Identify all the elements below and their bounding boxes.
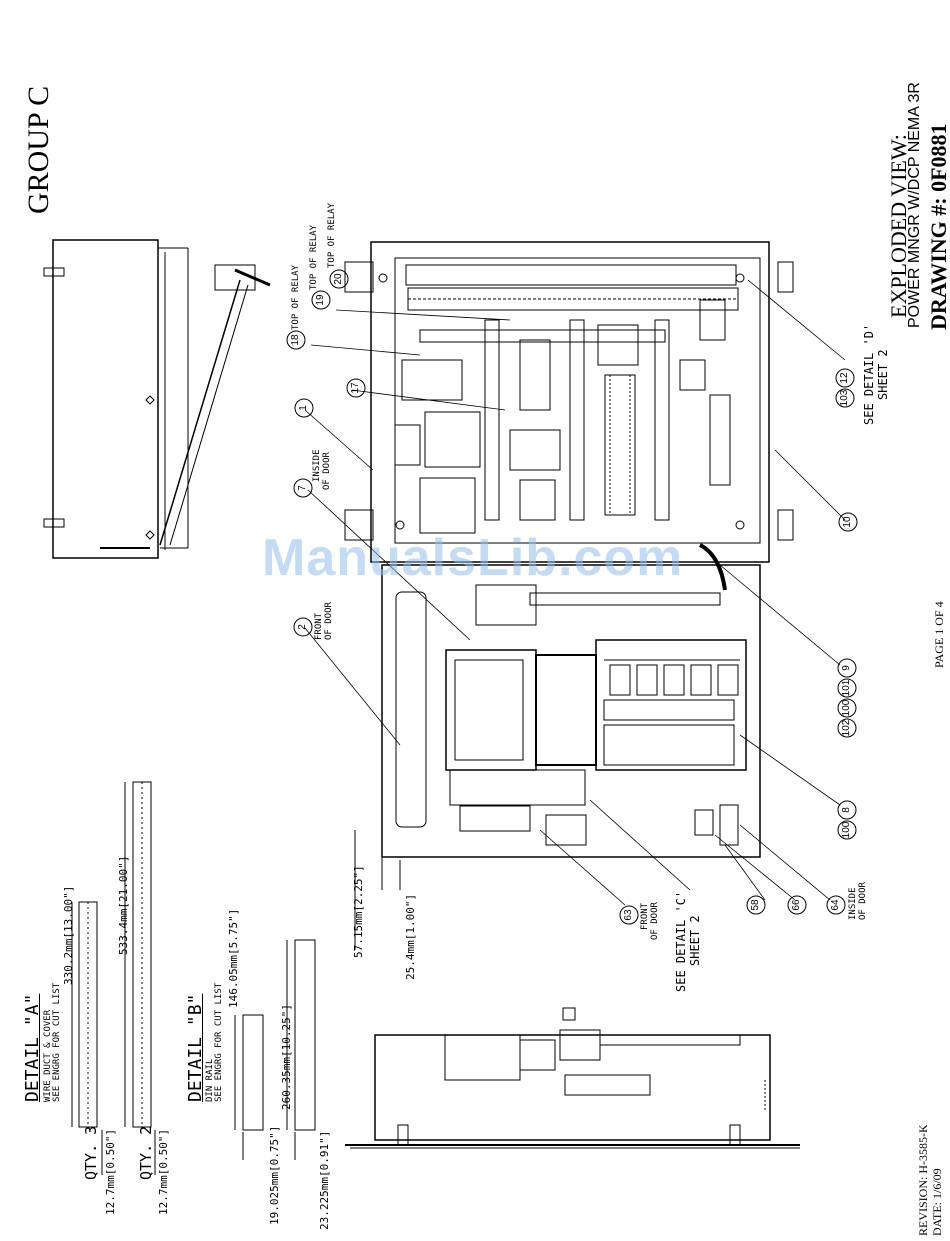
label-front-2b: OF DOOR	[324, 602, 334, 640]
detail-b-heading: DETAIL "B"	[185, 993, 206, 1102]
callout-102: 102	[841, 719, 852, 737]
label-inside-64b: OF DOOR	[858, 882, 868, 920]
label-see-detail-c: SEE DETAIL 'C'	[674, 890, 688, 992]
dim-19mm: 19.025mm[0.75"]	[268, 1125, 281, 1225]
title-drawing-number: DRAWING #: 0F0881	[926, 123, 950, 330]
title-description: POWER MNGR W/DCP NEMA 3R	[906, 82, 923, 328]
enclosure-interior-view	[344, 241, 794, 591]
callout-100b: 100	[841, 821, 852, 839]
detail-a-heading: DETAIL "A"	[22, 993, 43, 1102]
detail-a-parts	[71, 781, 156, 1175]
detail-b-parts	[234, 939, 316, 1160]
dim-12-7mm-a: 12.7mm[0.50"]	[104, 1128, 117, 1215]
callout-9: 9	[841, 665, 852, 671]
callout-101: 101	[841, 679, 852, 697]
callout-8: 8	[841, 807, 852, 813]
callout-7: 7	[297, 485, 308, 491]
callout-19: 19	[315, 294, 326, 306]
dim-146mm: 146.05mm[5.75"]	[227, 908, 240, 1008]
label-see-detail-d: SEE DETAIL 'D'	[862, 323, 876, 425]
callout-12: 12	[839, 372, 850, 384]
label-inside-1: INSIDE	[312, 449, 322, 482]
watermark: ManualsLib.com	[262, 529, 684, 587]
revision: REVISION: H-3585-K	[916, 1124, 930, 1236]
label-top-of-relay-18: TOP OF RELAY	[291, 264, 301, 330]
callout-66: 66	[791, 899, 802, 911]
label-front-2: FRONT	[314, 612, 324, 640]
label-see-detail-c-sheet: SHEET 2	[688, 915, 702, 966]
callout-18: 18	[290, 334, 301, 346]
callout-100a: 100	[841, 699, 852, 717]
label-inside-64: INSIDE	[848, 887, 858, 920]
label-top-of-relay-20: TOP OF RELAY	[327, 202, 337, 268]
callout-64: 64	[830, 899, 841, 911]
callout-2: 2	[297, 624, 308, 630]
callout-circles	[286, 269, 858, 925]
detail-a-qty-2: QTY. 2	[137, 1125, 155, 1180]
label-see-detail-d-sheet: SHEET 2	[876, 349, 890, 400]
dim-533mm: 533.4mm[21.00"]	[117, 855, 130, 955]
callout-1: 1	[298, 405, 309, 411]
page-number: PAGE 1 OF 4	[932, 601, 946, 668]
group-label: GROUP C	[22, 85, 55, 214]
dimension-lines	[354, 830, 401, 950]
side-view-top	[43, 239, 271, 559]
label-inside-1b: OF DOOR	[322, 452, 332, 490]
label-front-63b: OF DOOR	[650, 902, 660, 940]
leader-lines	[304, 279, 846, 906]
door-front-view	[381, 564, 761, 858]
detail-b-line2: SEE ENGRG FOR CUT LIST	[214, 982, 224, 1102]
callout-103: 103	[839, 389, 850, 407]
side-view-bottom	[345, 1007, 800, 1149]
dim-330mm: 330.2mm[13.00"]	[62, 885, 75, 985]
dim-260mm: 260.35mm[10.25"]	[280, 1004, 293, 1110]
callout-17: 17	[350, 382, 361, 394]
label-front-63: FRONT	[640, 902, 650, 930]
label-top-of-relay-19: TOP OF RELAY	[309, 224, 319, 290]
callout-58: 58	[750, 899, 761, 911]
callout-20: 20	[333, 273, 344, 285]
detail-a-line2: SEE ENGRG FOR CUT LIST	[52, 982, 62, 1102]
callout-10: 10	[842, 516, 853, 528]
detail-a-qty-3: QTY. 3	[82, 1125, 100, 1180]
callout-63: 63	[623, 909, 634, 921]
dim-57mm: 57.15mm[2.25"]	[352, 865, 365, 958]
dim-12-7mm-b: 12.7mm[0.50"]	[157, 1128, 170, 1215]
dim-23mm: 23.225mm[0.91"]	[318, 1130, 331, 1230]
dim-25mm: 25.4mm[1.00"]	[404, 893, 417, 980]
date: DATE: 1/6/09	[930, 1168, 944, 1236]
